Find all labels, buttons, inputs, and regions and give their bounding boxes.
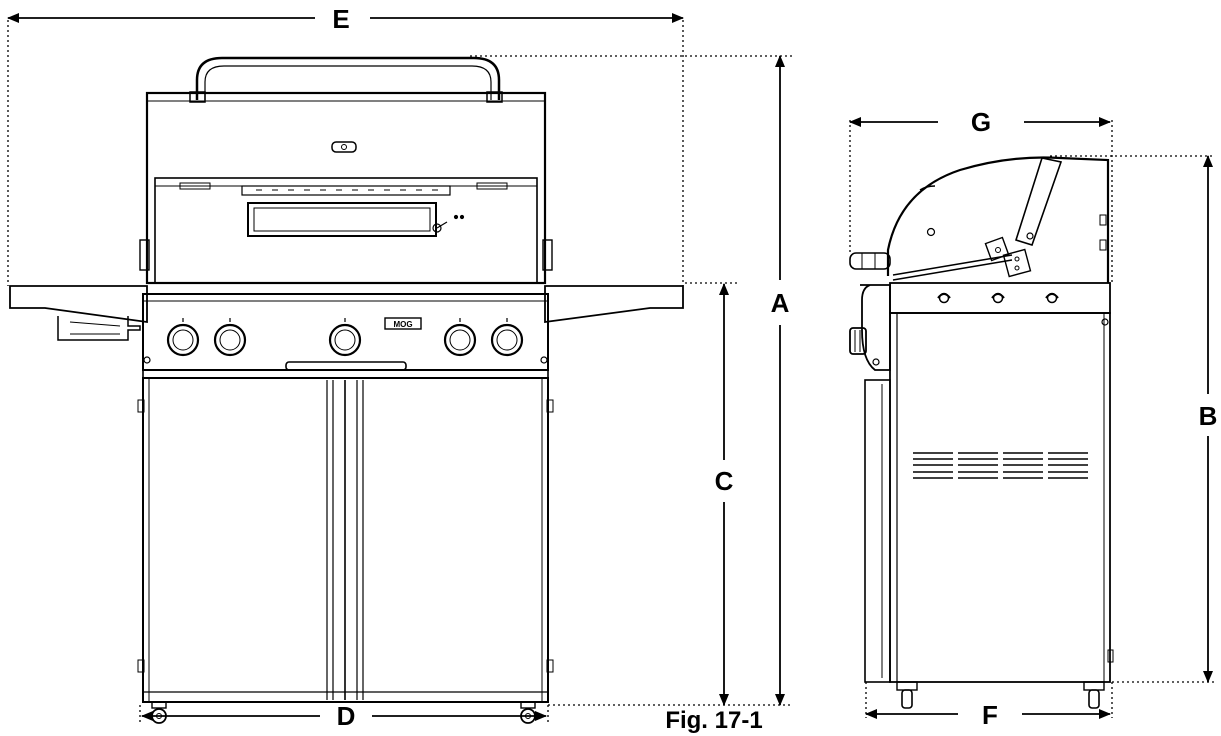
lid-handle bbox=[195, 56, 501, 100]
side-casters bbox=[896, 681, 1105, 709]
logo-plate bbox=[384, 317, 422, 330]
cart-vents bbox=[913, 452, 1088, 479]
rotisserie-burner bbox=[241, 185, 451, 196]
dim-label-b: B bbox=[1199, 401, 1218, 431]
knob-5 bbox=[490, 323, 524, 357]
dim-label-g: G bbox=[971, 107, 991, 137]
dim-label-a: A bbox=[771, 288, 790, 318]
control-panel bbox=[142, 293, 549, 371]
cart-body bbox=[142, 377, 549, 703]
dimension-labels: E A C D G B F Fig. 17-1 bbox=[332, 4, 1217, 734]
knob-3 bbox=[328, 323, 362, 357]
warming-rack bbox=[247, 202, 437, 237]
dim-label-d: D bbox=[337, 701, 356, 731]
logo-text: MOG bbox=[393, 320, 412, 329]
open-lid bbox=[145, 91, 547, 285]
figure-caption: Fig. 17-1 bbox=[665, 707, 762, 734]
dim-label-f: F bbox=[982, 700, 998, 730]
dim-label-c: C bbox=[715, 466, 734, 496]
knob-2 bbox=[213, 323, 247, 357]
left-side-shelf bbox=[9, 285, 148, 324]
front-view-grill bbox=[9, 56, 684, 724]
dim-label-e: E bbox=[332, 4, 349, 34]
side-cart-body bbox=[889, 312, 1111, 683]
side-view-grill bbox=[849, 156, 1114, 709]
side-hood bbox=[886, 156, 1110, 283]
knob-1 bbox=[166, 323, 200, 357]
knob-4 bbox=[443, 323, 477, 357]
burner-knobs bbox=[166, 318, 524, 357]
right-side-shelf bbox=[544, 285, 684, 324]
dimension-arrows bbox=[7, 13, 1213, 721]
side-top-rail bbox=[889, 282, 1111, 314]
lid-edge bbox=[1014, 157, 1063, 246]
extension-lines bbox=[7, 20, 1214, 722]
